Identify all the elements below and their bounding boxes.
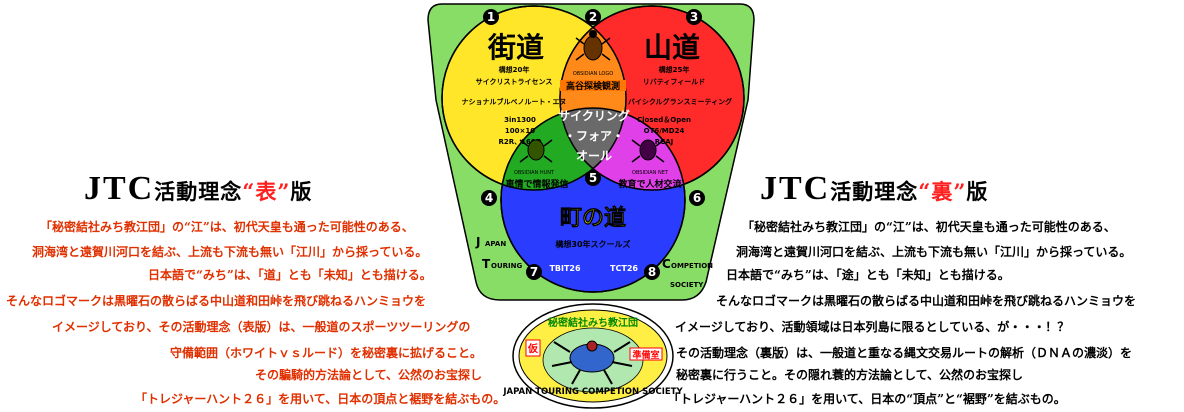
right-line-3: 日本語で“みち”は、「途」とも「未知」とも描ける。 <box>726 268 1010 282</box>
left-title-sub: 活動理念 <box>154 179 243 204</box>
kaido-line-4: 3in1300 <box>504 116 536 124</box>
number-8: 8 <box>648 265 656 279</box>
center-line-3: オール <box>576 149 612 163</box>
yamamichi-line-1: 構想25年 <box>659 65 690 74</box>
obsidian-logo-emblem <box>575 30 611 61</box>
left-title-quote-close: ” <box>277 179 291 204</box>
kaido-line-5: 100×10 <box>505 127 535 135</box>
machi-title: 町の道 <box>560 205 626 231</box>
badge-right-tag: 準備室 <box>632 349 659 361</box>
obsidian-net-band: 教育で人材交流 <box>617 178 681 190</box>
kaido-line-6: R2R、160D <box>498 138 541 146</box>
number-3: 3 <box>690 10 698 24</box>
left-title-suffix: 版 <box>290 179 313 204</box>
yamamichi-line-2: リバティフィールド <box>643 78 705 86</box>
jt-japan-initial: J <box>475 235 480 249</box>
obsidian-net-emblem <box>631 139 665 163</box>
left-line-1: 「秘密結社みち教江団」の“江”は、初代天皇も通った可能性のある、 <box>40 220 414 234</box>
machi-tbit: TBIT26 <box>549 264 581 273</box>
right-title-quote-open: “ <box>918 179 932 204</box>
number-4: 4 <box>485 191 493 205</box>
kaido-title: 街道 <box>487 31 544 64</box>
number-7: 7 <box>530 265 538 279</box>
left-line-2: 洞海湾と遠賀川河口を結ぶ、上流も下流も無い「江川」から採っている。 <box>32 245 428 259</box>
kaido-line-2: サイクリストライセンス <box>476 77 553 86</box>
yamamichi-line-5: OT6/MD24 <box>644 127 685 135</box>
kaido-line-1: 構想20年 <box>499 65 530 74</box>
right-title: JTC活動理念“裏”版 <box>760 170 988 208</box>
right-line-2: 洞海湾と遠賀川河口を結ぶ、上流も下流も無い「江川」から採っている。 <box>736 245 1132 259</box>
number-6: 6 <box>693 191 701 205</box>
obsidian-logo-band: 高谷探検観測 <box>566 80 620 92</box>
obsidian-hunt-label: OBSIDIAN HUNT <box>514 170 555 176</box>
left-title-key: 表 <box>255 179 278 204</box>
yamamichi-line-6: RCAJ <box>655 138 674 146</box>
center-line-2: ・フォア・ <box>564 129 624 143</box>
yamamichi-line-3: バイシクルグランスミーティング <box>628 97 732 106</box>
jt-competion-initial: C <box>662 257 671 271</box>
yamamichi-title: 山道 <box>644 31 700 64</box>
left-line-3: 日本語で“みち”は、「道」とも「未知」とも描ける。 <box>148 268 432 282</box>
right-title-quote-close: ” <box>953 179 967 204</box>
right-title-jtc: JTC <box>760 170 831 207</box>
obsidian-hunt-band: 車情で情報発信 <box>505 178 568 190</box>
kaido-line-3: ナショナルブルベノルート・エヌ <box>462 97 567 106</box>
obsidian-hunt-emblem <box>519 139 553 163</box>
right-line-5: イメージしており、活動領域は日本列島に限るとしている、が・・・！？ <box>675 320 1070 334</box>
left-line-5: イメージしており、その活動理念（表版）は、一般道のスポーツツーリングの <box>52 320 471 334</box>
left-line-6: 守備範囲（ホワイトｖｓルード）を秘密裏に拡げること。 <box>170 346 483 360</box>
machi-line-1: 構想30年スクールズ <box>555 239 630 249</box>
jtc-badge <box>512 303 674 409</box>
left-line-8: 「トレジャーハント２６」を用いて、日本の頂点と裾野を結ぶもの。 <box>135 392 506 406</box>
jt-touring-initial: T <box>482 257 491 271</box>
jt-society: SOCIETY <box>670 281 704 289</box>
number-1: 1 <box>487 10 495 24</box>
right-title-suffix: 版 <box>966 179 989 204</box>
right-line-6: その活動理念（裏版）は、一般道と重なる縄文交易ルートの解析（ＤＮＡの濃淡）を <box>676 346 1133 360</box>
kaido-machi-overlap <box>501 108 626 190</box>
number-2: 2 <box>589 10 597 24</box>
left-line-7: その騙騎的方法論として、公然のお宝探し <box>255 368 483 382</box>
right-title-sub: 活動理念 <box>830 179 919 204</box>
jt-touring-rest: OURING <box>491 262 522 270</box>
center-line-1: サイクリング <box>558 108 630 123</box>
left-title-jtc: JTC <box>84 170 155 207</box>
badge-top-text: 秘密結社みち教江団 <box>548 316 638 329</box>
jt-competion-rest: OMPETION <box>671 262 713 270</box>
machi-tctb: TCT26 <box>610 264 638 273</box>
badge-left-tag: 仮 <box>527 342 539 355</box>
right-line-8: 「トレジャーハント２６」を用いて、日本の“頂点”と“裾野”を結ぶもの。 <box>668 392 1066 406</box>
left-line-4: そんなロゴマークは黒曜石の散らばる中山道和田峠を飛び跳ねるハンミョウを <box>6 294 427 308</box>
yamamichi-machi-overlap <box>560 108 685 190</box>
obsidian-logo-label: OBSIDIAN LOGO <box>573 71 613 77</box>
jt-japan-rest: APAN <box>485 240 506 248</box>
right-line-7: 秘密裏に行うこと。その隠れ蓑的方法論として、公然のお宝探し <box>676 368 1024 382</box>
left-title: JTC活動理念“表”版 <box>84 170 312 208</box>
right-line-4: そんなロゴマークは黒曜石の散らばる中山道和田峠を飛び跳ねるハンミョウを <box>716 294 1137 308</box>
obsidian-net-label: OBSIDIAN NET <box>632 170 669 176</box>
right-title-key: 裏 <box>931 179 954 204</box>
number-5: 5 <box>589 171 597 185</box>
yamamichi-line-4: Closed＆Open <box>637 116 691 124</box>
badge-ring-text: JAPAN TOURING COMPETION SOCIETY <box>502 387 683 397</box>
right-line-1: 「秘密結社みち教江団」の“江”は、初代天皇も通った可能性のある、 <box>742 220 1116 234</box>
left-title-quote-open: “ <box>242 179 256 204</box>
